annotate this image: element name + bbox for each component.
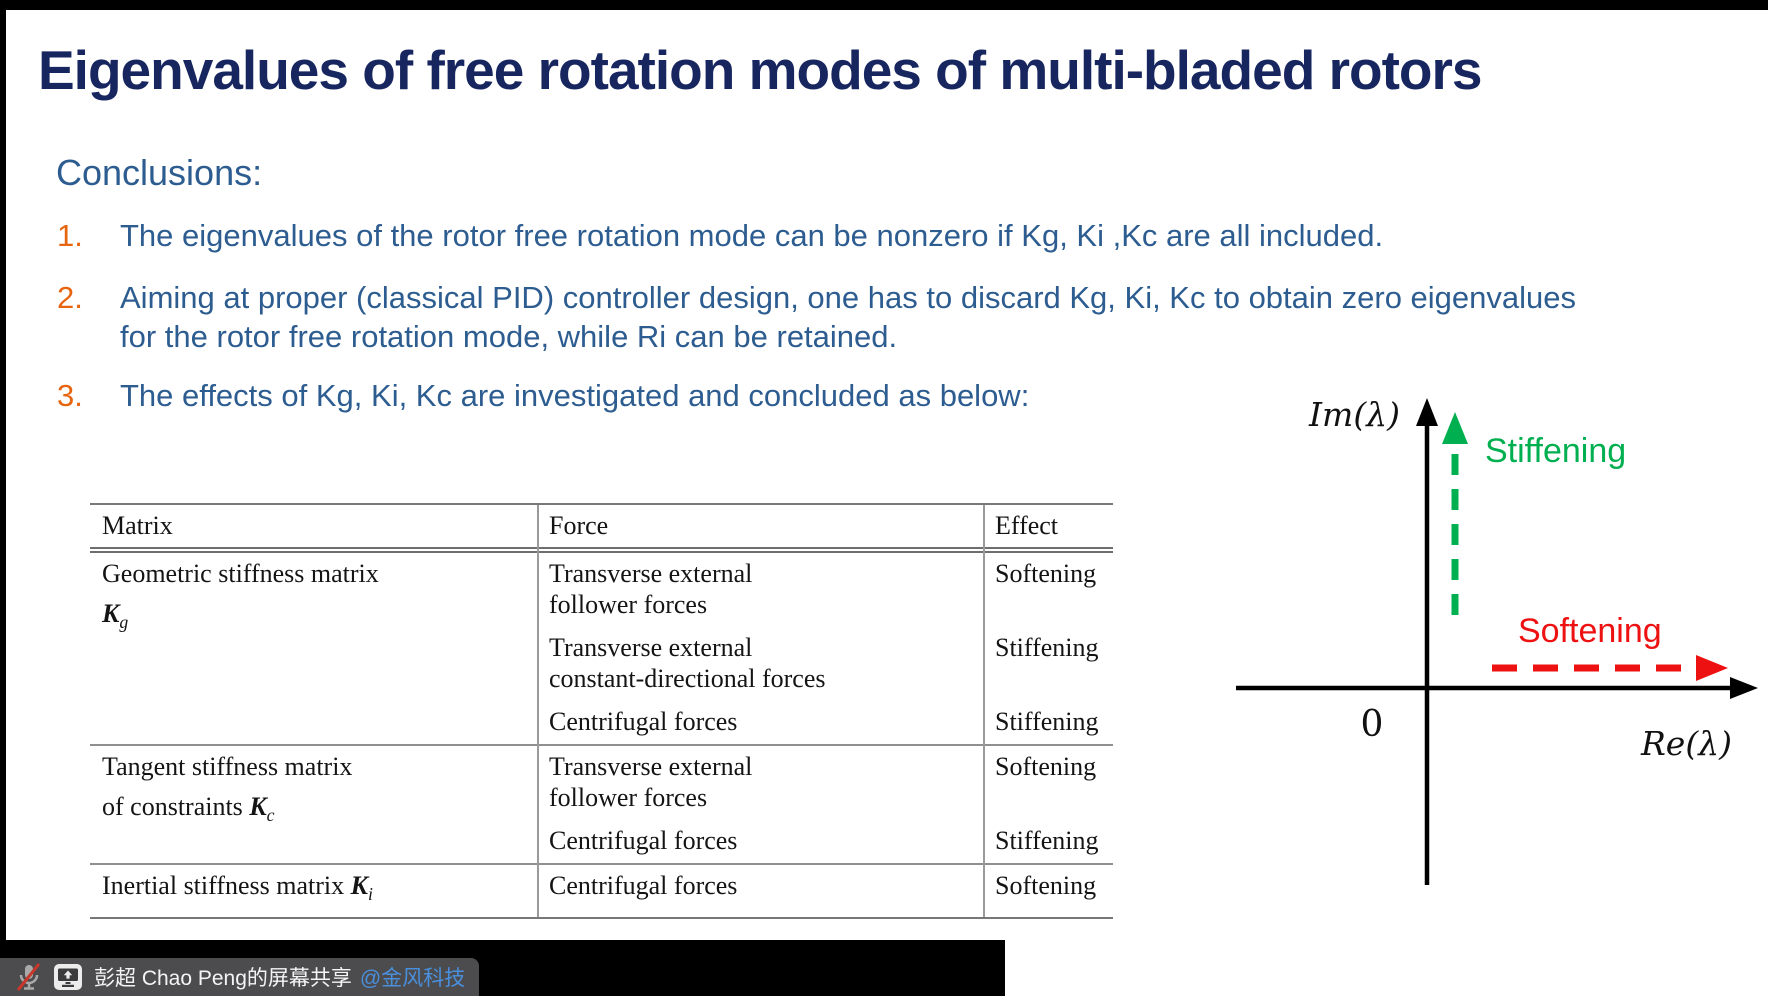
eigenvalue-plane-diagram: Im(λ) Re(λ) 0 Stiffening Softening <box>1236 395 1758 885</box>
screen-share-icon <box>54 964 82 990</box>
effect-cell: Softening <box>995 871 1097 900</box>
list-number-1: 1. <box>57 218 83 253</box>
entries: Transverse external follower forces Soft… <box>537 746 1113 863</box>
table-header-force: Force <box>549 511 609 540</box>
matrix-cell: Tangent stiffness matrix of constraints … <box>102 752 353 826</box>
muted-mic-icon <box>16 963 41 991</box>
im-axis-arrowhead <box>1416 398 1438 426</box>
table-row-group-kc: Tangent stiffness matrix of constraints … <box>90 746 1113 865</box>
origin-label: 0 <box>1361 704 1384 745</box>
screen-share-bar: 彭超 Chao Peng的屏幕共享 @金风科技 <box>0 958 480 996</box>
im-axis-label: Im(λ) <box>1308 395 1400 434</box>
force-cell: Transverse external follower forces <box>549 752 753 812</box>
stiffening-arrowhead <box>1442 412 1468 444</box>
slide-title: Eigenvalues of free rotation modes of mu… <box>38 39 1482 101</box>
matrix-cell: Geometric stiffness matrix Kg <box>102 559 379 633</box>
table-row-group-ki: Inertial stiffness matrix Ki Centrifugal… <box>90 865 1113 917</box>
effect-cell: Softening <box>995 752 1097 781</box>
force-cell: Centrifugal forces <box>549 707 738 736</box>
effect-cell: Stiffening <box>995 826 1099 855</box>
list-text-2: Aiming at proper (classical PID) control… <box>120 280 1577 354</box>
table-row: Transverse external follower forces Soft… <box>537 553 1113 627</box>
list-number-2: 2. <box>57 280 83 315</box>
table-row: Transverse external follower forces Soft… <box>537 746 1113 820</box>
table-header-effect: Effect <box>995 511 1059 540</box>
force-cell: Transverse external constant-directional… <box>549 633 826 693</box>
force-cell: Transverse external follower forces <box>549 559 753 619</box>
conclusions-heading: Conclusions: <box>56 152 263 193</box>
effect-cell: Stiffening <box>995 633 1099 662</box>
table-row: Centrifugal forces Stiffening <box>537 701 1113 744</box>
effect-cell: Softening <box>995 559 1097 588</box>
table-header-row: Matrix Force Effect <box>90 505 1113 553</box>
list-item-1: 1. The eigenvalues of the rotor free rot… <box>57 216 1580 255</box>
frame-left-band <box>0 0 6 944</box>
re-axis-arrowhead <box>1730 677 1758 699</box>
list-text-3: The effects of Kg, Ki, Kc are investigat… <box>120 378 1030 413</box>
frame-top-band <box>0 0 1768 10</box>
list-item-2: 2. Aiming at proper (classical PID) cont… <box>57 278 1580 356</box>
table-header-matrix: Matrix <box>102 511 173 540</box>
table-column-divider-1 <box>537 505 539 918</box>
softening-label: Softening <box>1518 612 1662 650</box>
table-column-divider-2 <box>983 505 985 918</box>
share-bar-presenter-text: 彭超 Chao Peng的屏幕共享 <box>94 967 352 990</box>
table-row: Transverse external constant-directional… <box>537 627 1113 701</box>
effects-table: Matrix Force Effect Geometric stiffness … <box>90 503 1113 920</box>
force-cell: Centrifugal forces <box>549 826 738 855</box>
entries: Transverse external follower forces Soft… <box>537 553 1113 744</box>
stiffening-label: Stiffening <box>1485 432 1626 470</box>
matrix-cell: Inertial stiffness matrix Ki <box>102 871 373 905</box>
effect-cell: Stiffening <box>995 707 1099 736</box>
entries: Centrifugal forces Softening <box>537 865 1113 917</box>
list-text-1: The eigenvalues of the rotor free rotati… <box>120 218 1384 253</box>
softening-arrowhead <box>1696 655 1728 681</box>
list-number-3: 3. <box>57 378 83 413</box>
table-row: Centrifugal forces Softening <box>537 865 1113 908</box>
list-item-3: 3. The effects of Kg, Ki, Kc are investi… <box>57 376 1580 415</box>
force-cell: Centrifugal forces <box>549 871 738 900</box>
table-row-group-kg: Geometric stiffness matrix Kg Transverse… <box>90 553 1113 746</box>
table-row: Centrifugal forces Stiffening <box>537 820 1113 863</box>
re-axis-label: Re(λ) <box>1640 724 1732 763</box>
share-bar-mention-link[interactable]: @金风科技 <box>359 967 466 990</box>
